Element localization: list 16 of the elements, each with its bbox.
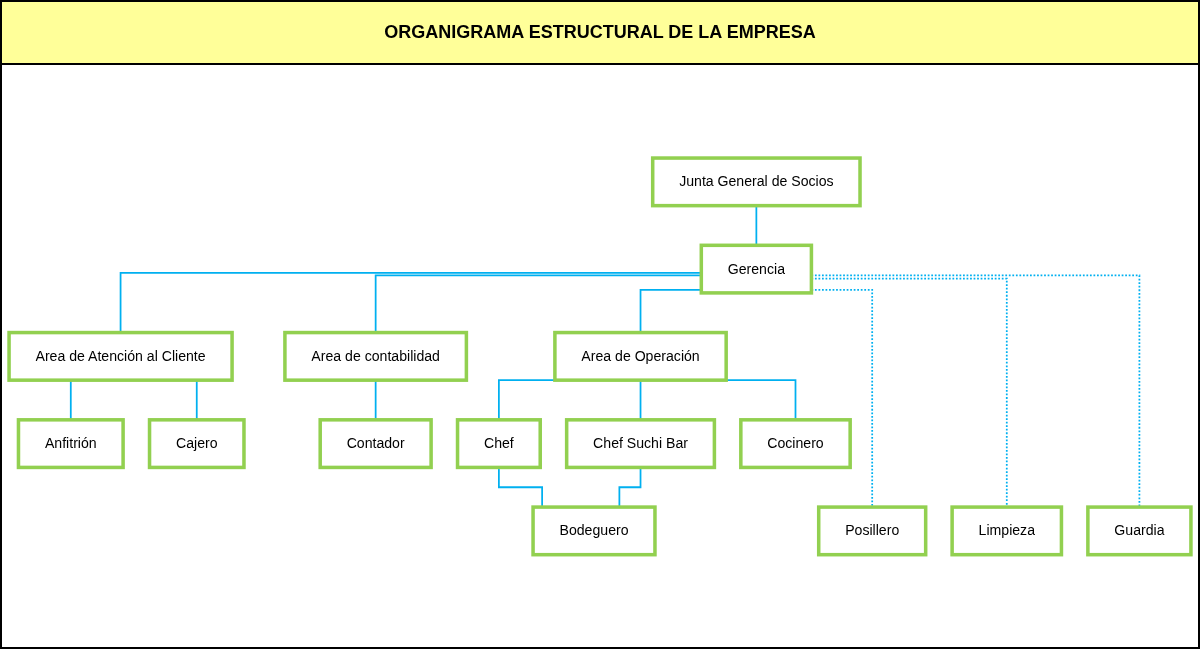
node-box: Area de Atención al Cliente (7, 330, 234, 382)
node-box: Contador (318, 417, 433, 469)
node-box: Chef (455, 417, 542, 469)
node-box: Area de Operación (553, 330, 728, 382)
node-box: Cocinero (739, 417, 852, 469)
node-box: Area de contabilidad (283, 330, 469, 382)
node-box: Limpieza (950, 504, 1064, 557)
node-box: Gerencia (699, 243, 814, 295)
node-box: Posillero (816, 504, 928, 557)
node-box: Bodeguero (531, 504, 657, 557)
node-box: Junta General de Socios (650, 155, 862, 208)
node-box: Chef Suchi Bar (564, 417, 717, 469)
node-box: Anfitrión (16, 417, 125, 469)
node-box: Guardia (1086, 504, 1193, 557)
title-banner: ORGANIGRAMA ESTRUCTURAL DE LA EMPRESA (2, 2, 1198, 65)
node-box: Cajero (147, 417, 246, 469)
